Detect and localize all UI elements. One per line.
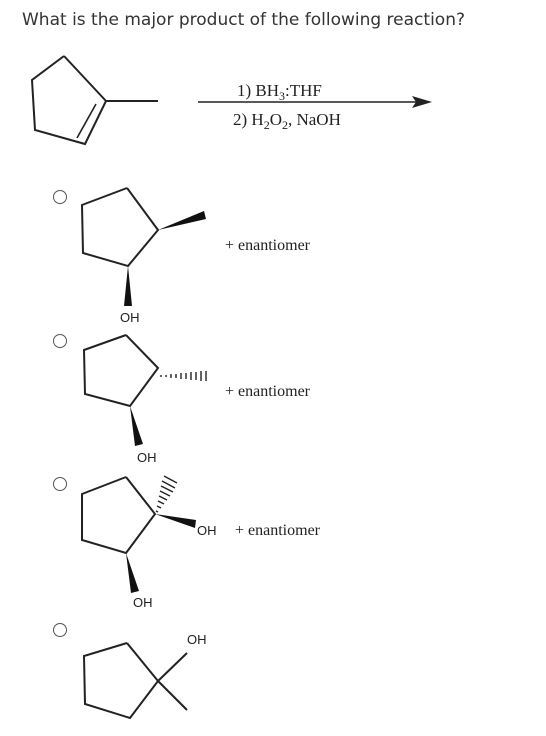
question-text: What is the major product of the followi…	[22, 10, 465, 30]
option-3-enantiomer-label: + enantiomer	[235, 522, 321, 539]
option-3-oh-wedge-down	[126, 553, 139, 593]
option-1-structure: OH + enantiomer	[80, 187, 311, 325]
option-3-radio[interactable]	[53, 477, 67, 491]
option-2-structure: OH + enantiomer	[82, 334, 311, 465]
option-1-enantiomer-label: + enantiomer	[225, 237, 311, 254]
option-2-radio[interactable]	[53, 334, 67, 348]
option-4-structure: OH	[82, 632, 207, 720]
option-2-oh-label: OH	[137, 450, 157, 465]
option-2-enantiomer-label: + enantiomer	[225, 383, 311, 400]
option-1-oh-wedge	[124, 266, 132, 306]
option-2-oh-wedge	[130, 406, 143, 446]
option-3-oh-wedge-right	[155, 514, 196, 528]
option-4-radio[interactable]	[53, 623, 67, 637]
option-1-oh-label: OH	[120, 310, 140, 325]
reaction-arrow	[198, 96, 432, 108]
option-3-oh-label-down: OH	[133, 595, 153, 610]
option-1-methyl-wedge	[158, 211, 206, 230]
option-4-oh-label: OH	[187, 632, 207, 647]
option-3-hash-bond	[155, 475, 178, 513]
option-3-oh-label-right: OH	[197, 523, 217, 538]
option-3-structure: OH + enantiomer OH	[81, 475, 321, 610]
option-1-radio[interactable]	[53, 190, 67, 204]
starting-material	[30, 55, 158, 146]
reagent-step-2: 2) H2O2, NaOH	[233, 110, 341, 132]
option-2-methyl-hash	[160, 371, 207, 381]
reagent-step-1: 1) BH3:THF	[237, 81, 322, 103]
